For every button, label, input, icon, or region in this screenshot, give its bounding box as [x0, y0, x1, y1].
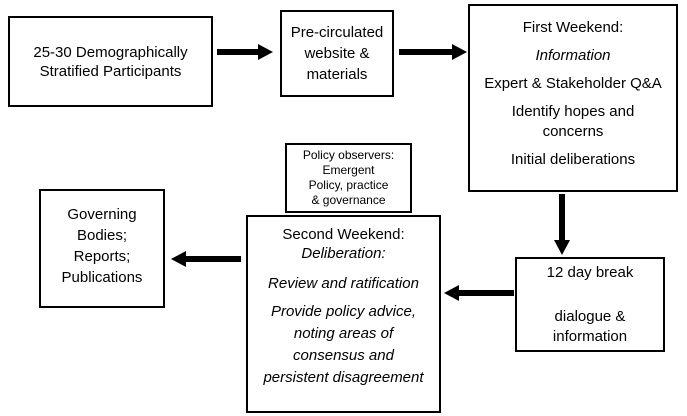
participants-line: Stratified Participants: [39, 62, 182, 80]
second-weekend-box: Second Weekend: Deliberation: Review and…: [246, 215, 441, 413]
first-weekend-box: First Weekend: Information Expert & Stak…: [468, 4, 678, 192]
arrow-shaft: [217, 49, 260, 55]
policy-observers-line: Policy observers:: [302, 148, 395, 162]
first-weekend-subtitle: Information: [535, 47, 611, 64]
arrow-shaft: [559, 194, 565, 242]
arrow-first-weekend-to-break: [554, 194, 570, 255]
first-weekend-title: First Weekend:: [522, 19, 624, 36]
arrow-second-weekend-to-governing: [171, 251, 241, 267]
arrow-head-icon: [452, 44, 467, 60]
first-weekend-item: concerns: [542, 123, 604, 140]
second-weekend-item: persistent disagreement: [263, 369, 424, 386]
materials-line: website &: [304, 45, 370, 62]
arrow-head-icon: [444, 285, 459, 301]
materials-line: Pre-circulated: [290, 24, 384, 41]
governing-line: Bodies;: [76, 227, 128, 244]
second-weekend-item: noting areas of: [293, 325, 394, 342]
second-weekend-item: consensus and: [293, 347, 394, 364]
arrow-head-icon: [171, 251, 186, 267]
arrow-shaft: [399, 49, 454, 55]
policy-observers-line: Emergent: [322, 163, 375, 177]
break-box: 12 day break dialogue & information: [515, 257, 665, 352]
break-line: information: [552, 328, 628, 345]
arrow-materials-to-first-weekend: [399, 44, 467, 60]
first-weekend-item: Expert & Stakeholder Q&A: [484, 75, 662, 92]
participants-line: 25-30 Demographically: [33, 43, 188, 61]
arrow-head-icon: [258, 44, 273, 60]
materials-line: materials: [306, 66, 368, 83]
governing-line: Publications: [61, 269, 143, 286]
break-title: 12 day break: [546, 264, 634, 281]
policy-observers-line: Policy, practice: [308, 178, 389, 192]
governing-box: Governing Bodies; Reports; Publications: [39, 189, 165, 308]
second-weekend-title: Second Weekend:: [282, 226, 405, 243]
governing-line: Governing: [67, 206, 137, 223]
second-weekend-item: Provide policy advice,: [270, 303, 417, 320]
arrow-participants-to-materials: [217, 44, 273, 60]
arrow-break-to-second-weekend: [444, 285, 514, 301]
arrow-head-icon: [554, 240, 570, 255]
first-weekend-item: Initial deliberations: [510, 151, 636, 168]
policy-observers-box: Policy observers: Emergent Policy, pract…: [285, 143, 412, 213]
second-weekend-subtitle: Deliberation:: [301, 245, 386, 262]
arrow-shaft: [457, 290, 514, 296]
policy-observers-line: & governance: [311, 193, 386, 207]
break-line: dialogue &: [554, 308, 626, 325]
first-weekend-item: Identify hopes and: [511, 103, 635, 120]
materials-box: Pre-circulated website & materials: [280, 10, 394, 97]
governing-line: Reports;: [73, 248, 131, 265]
arrow-shaft: [184, 256, 241, 262]
participants-box: 25-30 Demographically Stratified Partici…: [8, 16, 213, 107]
second-weekend-item: Review and ratification: [268, 275, 419, 292]
